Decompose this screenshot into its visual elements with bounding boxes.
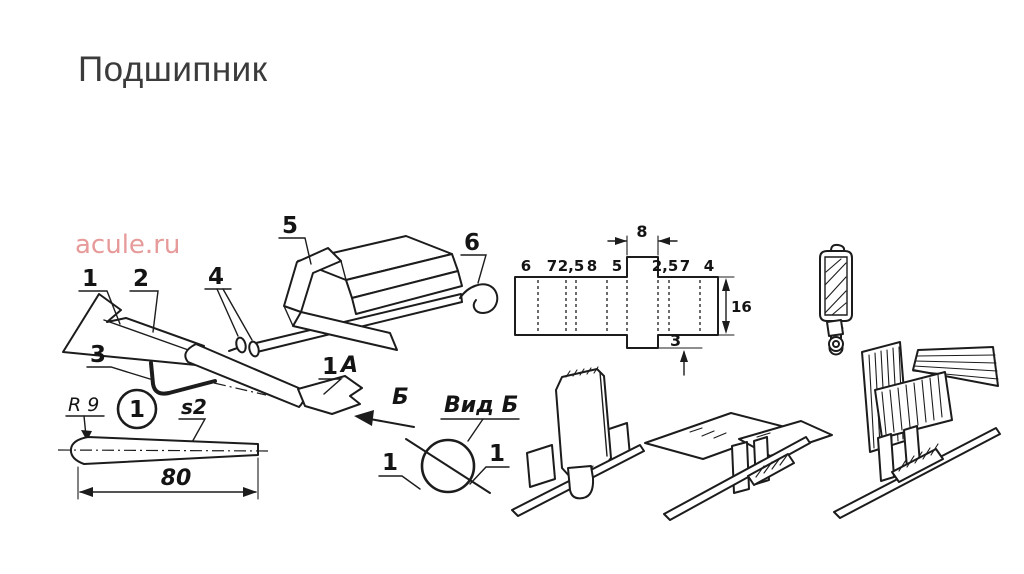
watermark-text: acule.ru — [75, 230, 180, 260]
dim-height: 16 — [731, 298, 752, 316]
bracket-part-5 — [283, 235, 463, 351]
sketch-c-sleeve-hatch — [898, 443, 939, 472]
dim-right-2: 4 — [704, 257, 714, 275]
dim-left-3: 8 — [587, 257, 597, 275]
part-label-4: 4 — [208, 264, 224, 290]
flat-pattern-dims: 6 7 2,5 8 5 2,5 7 4 8 — [521, 222, 752, 376]
view-b-right-ref: 1 — [489, 441, 505, 467]
lower-blade — [297, 375, 363, 415]
view-direction-arrow: Б — [354, 385, 415, 428]
dim-left-1: 7 — [547, 257, 557, 275]
detail-thickness-label: s2 — [181, 395, 207, 419]
dim-tab-offset: 3 — [670, 331, 681, 350]
detail-radius-label: R 9 — [68, 394, 99, 416]
blade-ref-label: 1 — [322, 354, 338, 380]
sketch-b-sleeve-hatch — [755, 453, 789, 478]
part-label-5: 5 — [282, 213, 298, 239]
view-b-left-ref: 1 — [382, 450, 398, 476]
detail-strip — [69, 436, 259, 465]
dim-left-4: 5 — [612, 257, 622, 275]
detail-length-dim: 80 — [161, 466, 192, 491]
fold-lines — [537, 280, 701, 332]
sketch-b-scribbles — [689, 427, 771, 439]
dim-right-0: 2,5 — [652, 257, 679, 275]
part-label-6: 6 — [464, 230, 480, 256]
detail-ref-number: 1 — [129, 397, 145, 423]
part-label-3: 3 — [90, 342, 106, 368]
sketch-wings-on-shaft — [644, 412, 833, 521]
part-label-2: 2 — [133, 266, 149, 292]
view-b: Вид Б 1 1 — [378, 393, 520, 494]
sketch-c-bundle-hatch — [912, 354, 999, 380]
view-b-title: Вид Б — [444, 393, 518, 418]
page-title: Подшипник — [78, 50, 268, 89]
part-labels: 1 2 3 4 5 6 1 А — [78, 213, 487, 395]
detail-ref-circle — [116, 388, 158, 430]
main-assembly: 1 2 3 4 5 6 1 А Б — [62, 213, 499, 428]
view-arrow-letter: Б — [392, 385, 409, 410]
dim-left-2: 2,5 — [558, 257, 585, 275]
blade-letter-label: А — [339, 353, 358, 378]
dim-left-0: 6 — [521, 257, 531, 275]
dim-tab-width: 8 — [636, 222, 647, 241]
sketch-finished-assembly — [826, 319, 1001, 519]
detail-drawing: R 9 1 s2 80 — [57, 388, 271, 500]
sketch-c-band-hatch — [881, 374, 943, 435]
paddle-hatch — [824, 258, 847, 316]
washers-part-4 — [228, 336, 260, 358]
sketch-bracket-on-shaft — [511, 366, 645, 517]
part-label-1: 1 — [82, 266, 98, 292]
blade-part-1 — [62, 293, 205, 366]
flat-pattern: 6 7 2,5 8 5 2,5 7 4 8 — [514, 222, 752, 376]
dim-right-1: 7 — [680, 257, 690, 275]
u-wire-part-3 — [149, 361, 217, 396]
